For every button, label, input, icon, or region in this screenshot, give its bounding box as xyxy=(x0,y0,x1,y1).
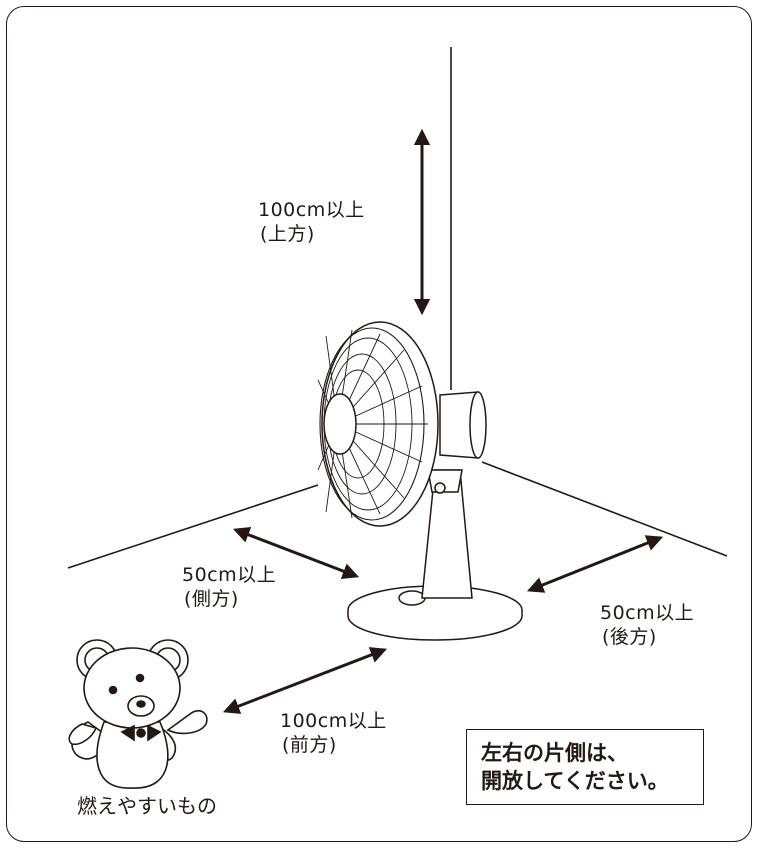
label-side-direction: (側方) xyxy=(184,588,239,610)
room-lines xyxy=(67,47,728,569)
notice-box: 左右の片側は、 開放してください。 xyxy=(466,729,704,805)
diagram-frame xyxy=(6,6,752,842)
label-top: 100cm以上 (上方) xyxy=(258,198,365,246)
label-top-distance: 100cm以上 xyxy=(258,199,365,221)
label-back-direction: (後方) xyxy=(602,626,657,648)
arrow-side-icon xyxy=(232,527,360,579)
label-front-direction: (前方) xyxy=(282,734,337,756)
label-top-direction: (上方) xyxy=(260,223,315,245)
label-front-distance: 100cm以上 xyxy=(280,710,387,732)
notice-line-1: 左右の片側は、 xyxy=(481,741,628,765)
label-side: 50cm以上 (側方) xyxy=(182,563,276,611)
notice-line-2: 開放してください。 xyxy=(481,769,669,793)
label-side-distance: 50cm以上 xyxy=(182,564,277,586)
arrow-back-icon xyxy=(526,535,664,593)
floor-left-line xyxy=(67,484,319,569)
floor-right-line xyxy=(481,461,728,557)
fan-icon xyxy=(317,321,523,641)
label-back-distance: 50cm以上 xyxy=(600,602,695,624)
clearance-arrows xyxy=(222,128,664,714)
label-front: 100cm以上 (前方) xyxy=(280,709,387,757)
flammable-objects-label: 燃えやすいもの xyxy=(77,794,217,818)
label-back: 50cm以上 (後方) xyxy=(600,601,694,649)
arrow-front-icon xyxy=(222,647,388,714)
teddy-bear-icon xyxy=(68,639,208,789)
